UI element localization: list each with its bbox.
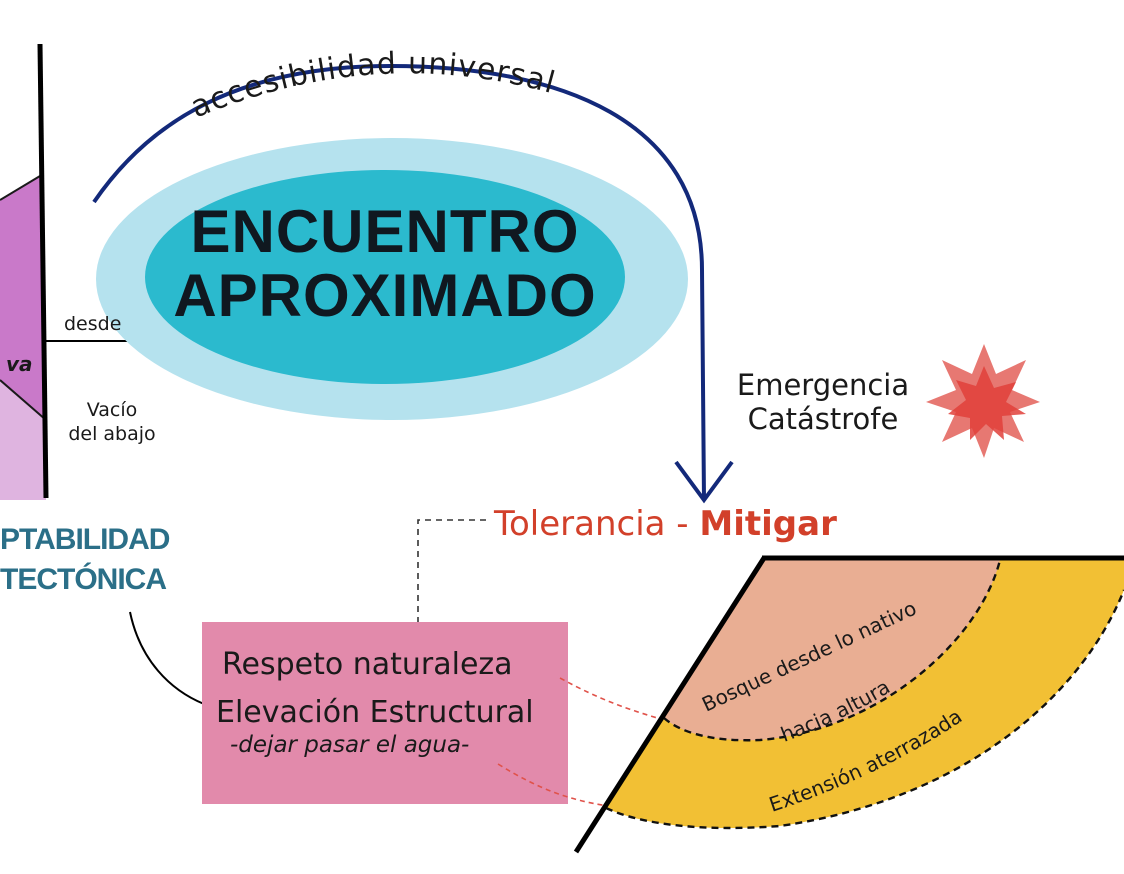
arc-arrowhead: [674, 460, 734, 504]
dejar-label: -dejar pasar el agua-: [230, 732, 470, 758]
encuentro-line-1: ENCUENTRO: [190, 198, 580, 265]
forest-band: [664, 560, 1000, 741]
encuentro-title: ENCUENTRO APROXIMADO: [150, 200, 620, 328]
forest-dashed-boundary: [663, 559, 1002, 742]
encuentro-line-2: APROXIMADO: [173, 262, 597, 329]
emergencia-label: Emergencia Catástrofe: [718, 368, 928, 436]
adaptabilidad-tectonica-label: PTABILIDAD TECTÓNICA: [0, 520, 170, 600]
emergencia-line: Emergencia: [736, 368, 910, 402]
tectonica-line: TECTÓNICA: [0, 563, 167, 596]
arc-label: accesibilidad universal: [186, 46, 559, 125]
adaptabilidad-line: PTABILIDAD: [0, 523, 170, 556]
slope-section: [573, 555, 1124, 854]
tectonic-curve-connector: [129, 611, 205, 705]
tolerancia-text: Tolerancia -: [494, 504, 700, 544]
mitigar-text: Mitigar: [699, 504, 837, 544]
vacio-label: Vacío del abajo: [62, 398, 162, 446]
terrace-dashed-boundary: [605, 589, 1124, 830]
slope-line: [573, 556, 767, 854]
tolerancia-dashed-connector: [417, 519, 486, 624]
inner-ellipse: [145, 170, 625, 384]
catastrofe-line: Catástrofe: [747, 402, 899, 436]
elevacion-label: Elevación Estructural: [216, 695, 534, 730]
accessibility-arc: [92, 63, 706, 501]
arc-label-path: accesibilidad universal: [186, 46, 558, 125]
purple-tectonic-shape: [0, 175, 47, 500]
starburst-core-icon: [948, 366, 1026, 440]
dejar-red-connector: [497, 763, 609, 807]
purple-diagonal: [0, 379, 47, 421]
respeto-red-connector: [559, 677, 665, 721]
vacio-line-1: Vacío: [86, 399, 138, 421]
respeto-label: Respeto naturaleza: [222, 647, 513, 682]
desde-label: desde: [64, 313, 122, 335]
purple-fragment-label: va: [6, 352, 33, 376]
vertical-divider-line: [37, 43, 49, 499]
pink-principles-box: [202, 622, 568, 804]
purple-top-edge: [0, 175, 41, 201]
tolerancia-mitigar-label: Tolerancia - Mitigar: [494, 504, 837, 544]
purple-dark-block: [0, 176, 46, 420]
vacio-line-2: del abajo: [68, 423, 156, 445]
